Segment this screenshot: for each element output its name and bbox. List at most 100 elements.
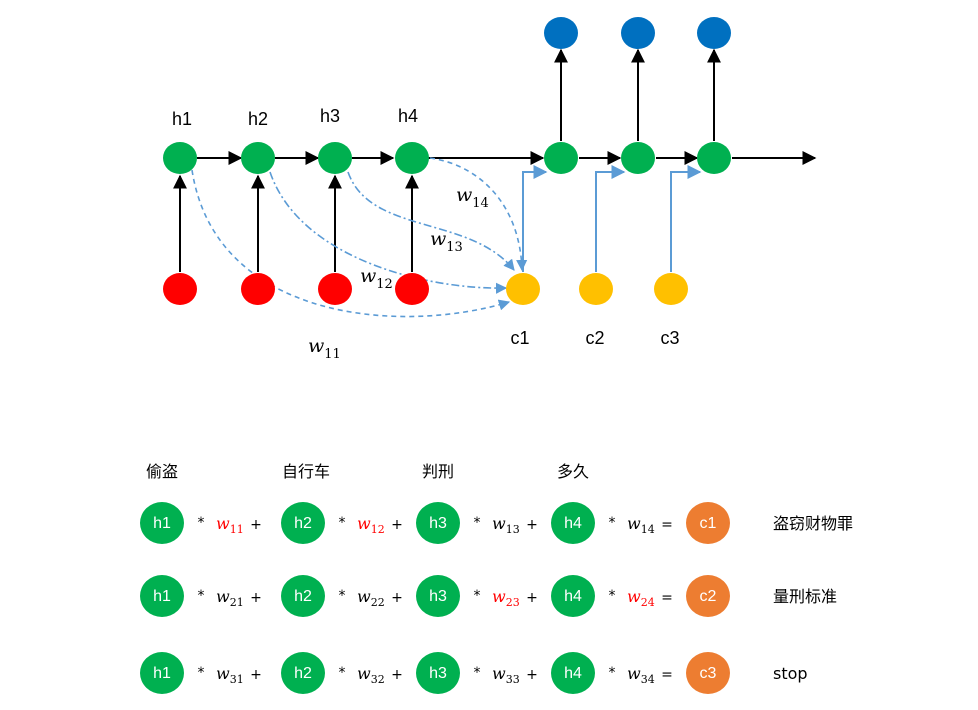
result-node-label: c3 <box>700 665 717 682</box>
term-node-h1 <box>140 652 184 694</box>
term-node-h2 <box>281 502 325 544</box>
result-node-label: c1 <box>700 515 717 532</box>
input-node-4 <box>395 273 429 305</box>
multiply-symbol: * <box>474 588 481 604</box>
multiply-symbol: * <box>609 588 616 604</box>
result-node-label: c2 <box>700 588 717 605</box>
term-node-h4 <box>551 652 595 694</box>
term-node-h1 <box>140 575 184 617</box>
header-word-1: 偷盗 <box>146 462 178 481</box>
weight-w33: w33 <box>492 664 520 686</box>
decoder-node-1 <box>544 142 578 174</box>
output-node-3 <box>697 17 731 49</box>
row-meaning: stop <box>773 664 808 683</box>
term-node-label: h3 <box>429 665 447 682</box>
context-arrows <box>522 165 702 272</box>
equals-symbol: = <box>661 667 673 683</box>
input-node-2 <box>241 273 275 305</box>
multiply-symbol: * <box>474 515 481 531</box>
term-node-label: h2 <box>294 665 312 682</box>
multiply-symbol: * <box>198 665 205 681</box>
weight-w24: w24 <box>627 587 655 609</box>
equals-symbol: = <box>661 590 673 606</box>
term-node-h4 <box>551 502 595 544</box>
decoder-node-3 <box>697 142 731 174</box>
context-label-c3: c3 <box>660 328 679 348</box>
input-arrows <box>173 174 419 272</box>
term-node-h2 <box>281 652 325 694</box>
row-meaning: 量刑标准 <box>773 587 837 606</box>
plus-symbol: + <box>526 590 538 606</box>
multiply-symbol: * <box>198 588 205 604</box>
term-node-h2 <box>281 575 325 617</box>
weight-w34: w34 <box>627 664 655 686</box>
attention-w13 <box>347 171 515 271</box>
multiply-symbol: * <box>474 665 481 681</box>
decoder-node-2 <box>621 142 655 174</box>
term-node-label: h3 <box>429 588 447 605</box>
weight-w22: w22 <box>357 587 385 609</box>
term-node-label: h3 <box>429 515 447 532</box>
multiply-symbol: * <box>198 515 205 531</box>
multiply-symbol: * <box>339 588 346 604</box>
top-nodes <box>163 17 731 305</box>
header-word-2: 自行车 <box>282 462 330 481</box>
hidden-node-h3 <box>318 142 352 174</box>
weight-w32: w32 <box>357 664 385 686</box>
output-arrows <box>554 48 721 141</box>
plus-symbol: + <box>250 590 262 606</box>
weight-label-w12: w12 <box>360 265 393 292</box>
weight-w13: w13 <box>492 514 520 536</box>
result-node-c1 <box>686 502 730 544</box>
hidden-node-h2 <box>241 142 275 174</box>
term-node-label: h4 <box>564 665 582 682</box>
weight-w31: w31 <box>216 664 244 686</box>
weight-w21: w21 <box>216 587 244 609</box>
arrow-c1-d1 <box>522 165 548 272</box>
weight-w14: w14 <box>627 514 655 536</box>
term-node-label: h1 <box>153 515 171 532</box>
context-node-c3 <box>654 273 688 305</box>
hidden-label-h4: h4 <box>398 106 418 126</box>
plus-symbol: + <box>250 667 262 683</box>
hidden-label-h1: h1 <box>172 109 192 129</box>
term-node-h4 <box>551 575 595 617</box>
input-node-3 <box>318 273 352 305</box>
plus-symbol: + <box>250 517 262 533</box>
context-label-c2: c2 <box>585 328 604 348</box>
term-node-label: h1 <box>153 588 171 605</box>
plus-symbol: + <box>391 590 403 606</box>
term-node-label: h2 <box>294 588 312 605</box>
multiply-symbol: * <box>609 515 616 531</box>
result-node-c3 <box>686 652 730 694</box>
term-node-h3 <box>416 575 460 617</box>
result-node-c2 <box>686 575 730 617</box>
hidden-label-h3: h3 <box>320 106 340 126</box>
multiply-symbol: * <box>339 665 346 681</box>
context-label-c1: c1 <box>510 328 529 348</box>
arrow-c2-d2 <box>595 165 626 272</box>
header-word-3: 判刑 <box>422 462 454 481</box>
plus-symbol: + <box>391 517 403 533</box>
context-node-c2 <box>579 273 613 305</box>
output-node-2 <box>621 17 655 49</box>
weight-w12: w12 <box>357 514 385 536</box>
hidden-node-h4 <box>395 142 429 174</box>
arrow-c3-d3 <box>670 165 702 272</box>
weight-label-w14: w14 <box>456 184 489 211</box>
term-node-h3 <box>416 652 460 694</box>
context-node-c1 <box>506 273 540 305</box>
weight-label-w11: w11 <box>308 335 341 362</box>
header-word-4: 多久 <box>557 462 589 481</box>
term-node-label: h1 <box>153 665 171 682</box>
term-node-h1 <box>140 502 184 544</box>
row-meaning: 盗窃财物罪 <box>773 514 853 533</box>
plus-symbol: + <box>391 667 403 683</box>
multiply-symbol: * <box>339 515 346 531</box>
hidden-label-h2: h2 <box>248 109 268 129</box>
multiply-symbol: * <box>609 665 616 681</box>
